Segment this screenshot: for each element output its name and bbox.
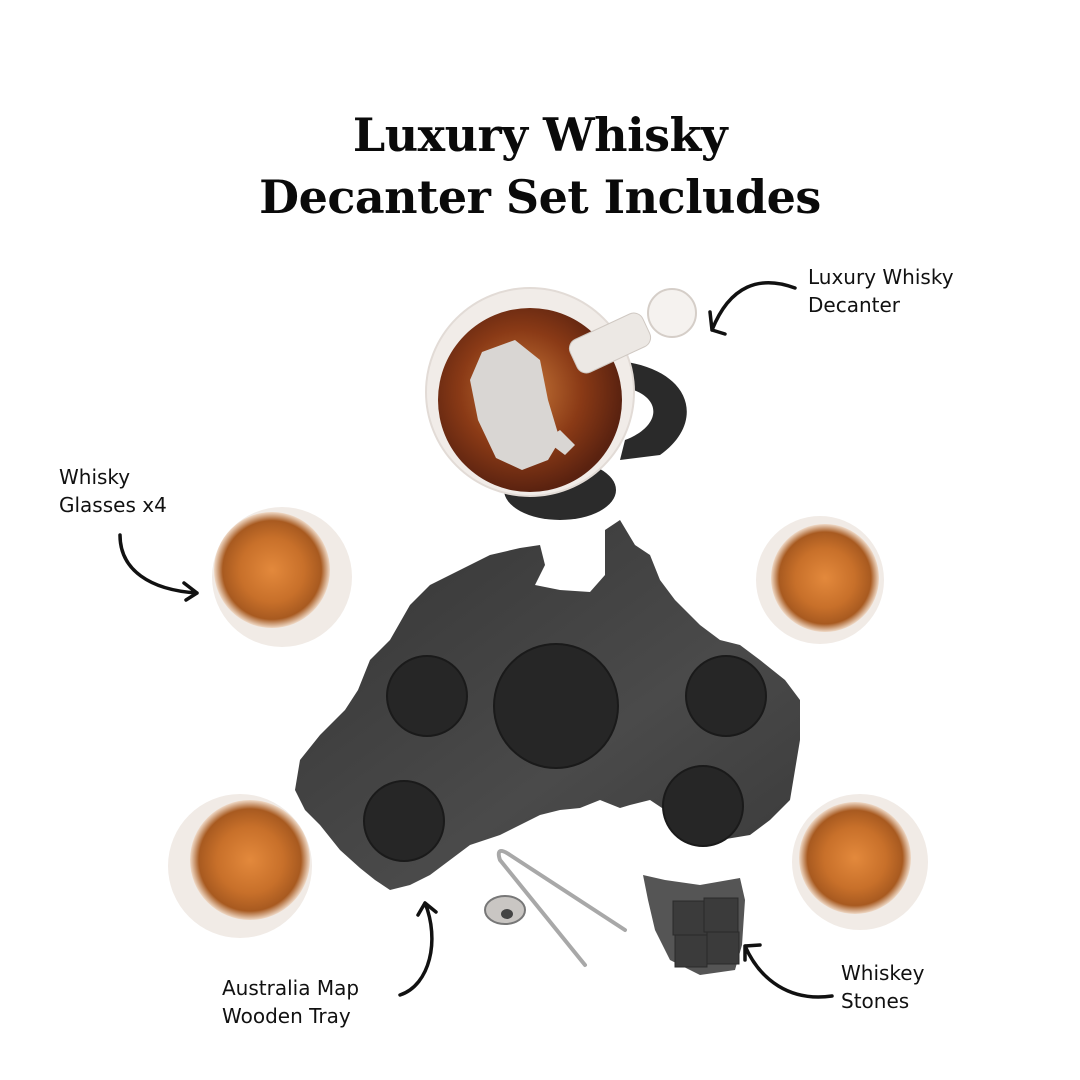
tray-label: Australia Map Wooden Tray [222,974,359,1030]
whisky-glass-top-right [756,516,884,644]
stones-label-line-1: Whiskey [841,961,925,985]
stones-label: Whiskey Stones [841,959,924,1015]
title-line-1: Luxury Whisky [352,108,728,162]
glasses-arrow-icon [118,533,199,602]
decanter-label-line-2: Decanter [808,293,901,317]
whisky-glass-bottom-left [168,794,312,938]
ice-tongs [496,849,627,967]
glasses-label: Whisky Glasses x4 [59,463,167,519]
stones-arrow-icon [743,943,834,999]
whiskey-stones [643,875,745,975]
page-title: Luxury Whisky Decanter Set Includes [0,104,1080,228]
glasses-label-line-1: Whisky [59,465,131,489]
decanter-label-line-1: Luxury Whisky [808,265,954,289]
glasses-label-line-2: Glasses x4 [59,493,167,517]
tray-arrow-icon [398,901,438,997]
funnel [484,895,526,925]
stones-label-line-2: Stones [841,989,910,1013]
decanter-label: Luxury Whisky Decanter [808,263,954,319]
whisky-glass-top-left [212,507,352,647]
decanter [425,287,697,520]
whisky-glass-bottom-right [792,794,928,930]
decanter-arrow-icon [708,280,797,336]
title-line-2: Decanter Set Includes [259,170,821,224]
australia-map-tray [295,520,800,890]
tray-label-line-1: Australia Map [222,976,360,1000]
tray-label-line-2: Wooden Tray [222,1004,351,1028]
